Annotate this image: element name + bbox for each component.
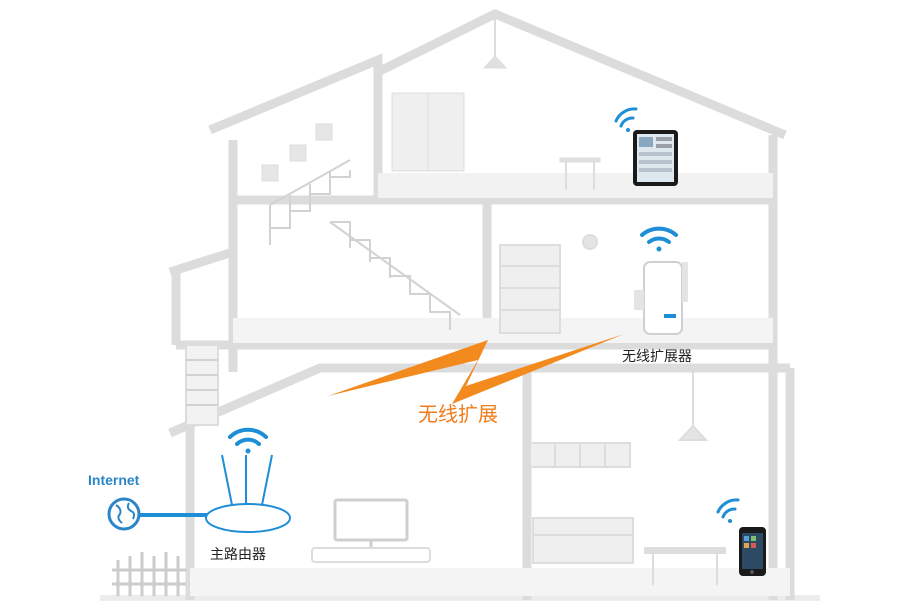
tablet-icon: [633, 130, 678, 186]
fence: [112, 552, 186, 596]
wifi-icon: [614, 107, 638, 132]
globe-icon: [107, 497, 141, 531]
kitchen: [529, 372, 726, 585]
wifi-icon: [716, 498, 740, 523]
extender-icon: [634, 261, 688, 335]
ground: [100, 595, 820, 601]
ground-floor: [190, 568, 790, 596]
phone-icon: [739, 527, 766, 576]
attic-floor: [378, 173, 773, 198]
staircase: [185, 159, 461, 426]
attic-details: [261, 14, 601, 190]
wifi-icon: [640, 226, 678, 252]
wifi-icon: [228, 427, 268, 454]
bookshelf: [499, 234, 598, 334]
lightning-icon: [328, 334, 624, 404]
extender-label: 无线扩展器: [622, 349, 692, 365]
tv-icon: [311, 498, 431, 563]
router-icon: [205, 454, 291, 533]
internet-label: Internet: [88, 472, 140, 488]
wireless-extension-label: 无线扩展: [418, 402, 498, 426]
main-router-label: 主路由器: [210, 547, 266, 563]
